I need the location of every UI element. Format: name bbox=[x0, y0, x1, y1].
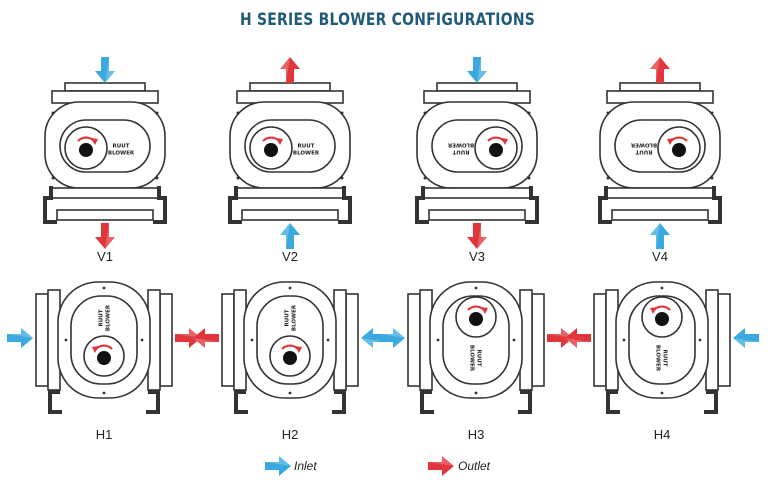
config-label: H4 bbox=[654, 427, 671, 442]
config-label: H1 bbox=[96, 427, 113, 442]
inlet-arrow-icon bbox=[650, 223, 670, 249]
brand-label: BLOWER bbox=[108, 151, 135, 157]
inlet-arrow-icon bbox=[379, 328, 405, 348]
brand-label: RUUT bbox=[113, 144, 130, 150]
rotation-arrow-icon bbox=[92, 344, 113, 353]
rotation-arrow-icon bbox=[262, 136, 283, 145]
brand-label: BLOWER bbox=[630, 142, 657, 148]
inlet-arrow-icon bbox=[467, 57, 487, 83]
outlet-arrow-icon bbox=[95, 223, 115, 249]
legend-outlet-arrow-icon bbox=[428, 456, 454, 476]
brand-label: BLOWER bbox=[469, 345, 475, 372]
outlet-arrow-icon bbox=[650, 57, 670, 83]
outlet-arrow-icon bbox=[193, 328, 219, 348]
legend-inlet-arrow-icon bbox=[265, 456, 291, 476]
brand-label: RUUT bbox=[285, 309, 291, 326]
brand-label: BLOWER bbox=[293, 151, 320, 157]
config-label: V4 bbox=[652, 249, 668, 264]
legend: Inlet Outlet bbox=[265, 456, 491, 476]
brand-label: RUUT bbox=[298, 144, 315, 150]
config-label: H3 bbox=[468, 427, 485, 442]
outlet-arrow-icon bbox=[280, 57, 300, 83]
config-label: H2 bbox=[282, 427, 299, 442]
config-label: V2 bbox=[282, 249, 298, 264]
inlet-arrow-icon bbox=[280, 223, 300, 249]
outlet-arrow-icon bbox=[175, 328, 201, 348]
shaft-icon bbox=[672, 143, 686, 157]
shaft-icon bbox=[489, 143, 503, 157]
brand-label: BLOWER bbox=[655, 345, 661, 372]
outlet-arrow-icon bbox=[547, 328, 573, 348]
shaft-icon bbox=[655, 312, 669, 326]
brand-label: RUUT bbox=[476, 350, 482, 367]
brand-label: BLOWER bbox=[106, 304, 112, 331]
inlet-arrow-icon bbox=[95, 57, 115, 83]
legend-inlet-label: Inlet bbox=[294, 459, 317, 473]
brand-label: RUUT bbox=[99, 309, 105, 326]
brand-label: RUUT bbox=[635, 149, 652, 155]
inlet-arrow-icon bbox=[7, 328, 33, 348]
inlet-arrow-icon bbox=[733, 328, 759, 348]
outlet-arrow-icon bbox=[565, 328, 591, 348]
config-label: V3 bbox=[469, 249, 485, 264]
brand-label: BLOWER bbox=[447, 142, 474, 148]
rotation-arrow-icon bbox=[667, 136, 688, 145]
inlet-arrow-icon bbox=[361, 328, 387, 348]
brand-label: RUUT bbox=[662, 350, 668, 367]
config-label: V1 bbox=[97, 249, 113, 264]
outlet-arrow-icon bbox=[467, 223, 487, 249]
brand-label: RUUT bbox=[452, 149, 469, 155]
rotation-arrow-icon bbox=[77, 136, 98, 145]
rotation-arrow-icon bbox=[467, 305, 488, 314]
rotation-arrow-icon bbox=[487, 136, 508, 145]
shaft-icon bbox=[97, 351, 111, 365]
shaft-icon bbox=[469, 312, 483, 326]
rotation-arrow-icon bbox=[281, 344, 302, 353]
shaft-icon bbox=[283, 351, 297, 365]
diagram-title: H SERIES BLOWER CONFIGURATIONS bbox=[239, 10, 536, 30]
shaft-icon bbox=[264, 143, 278, 157]
brand-label: BLOWER bbox=[292, 304, 298, 331]
shaft-icon bbox=[79, 143, 93, 157]
legend-outlet-label: Outlet bbox=[458, 459, 491, 473]
rotation-arrow-icon bbox=[650, 305, 671, 314]
